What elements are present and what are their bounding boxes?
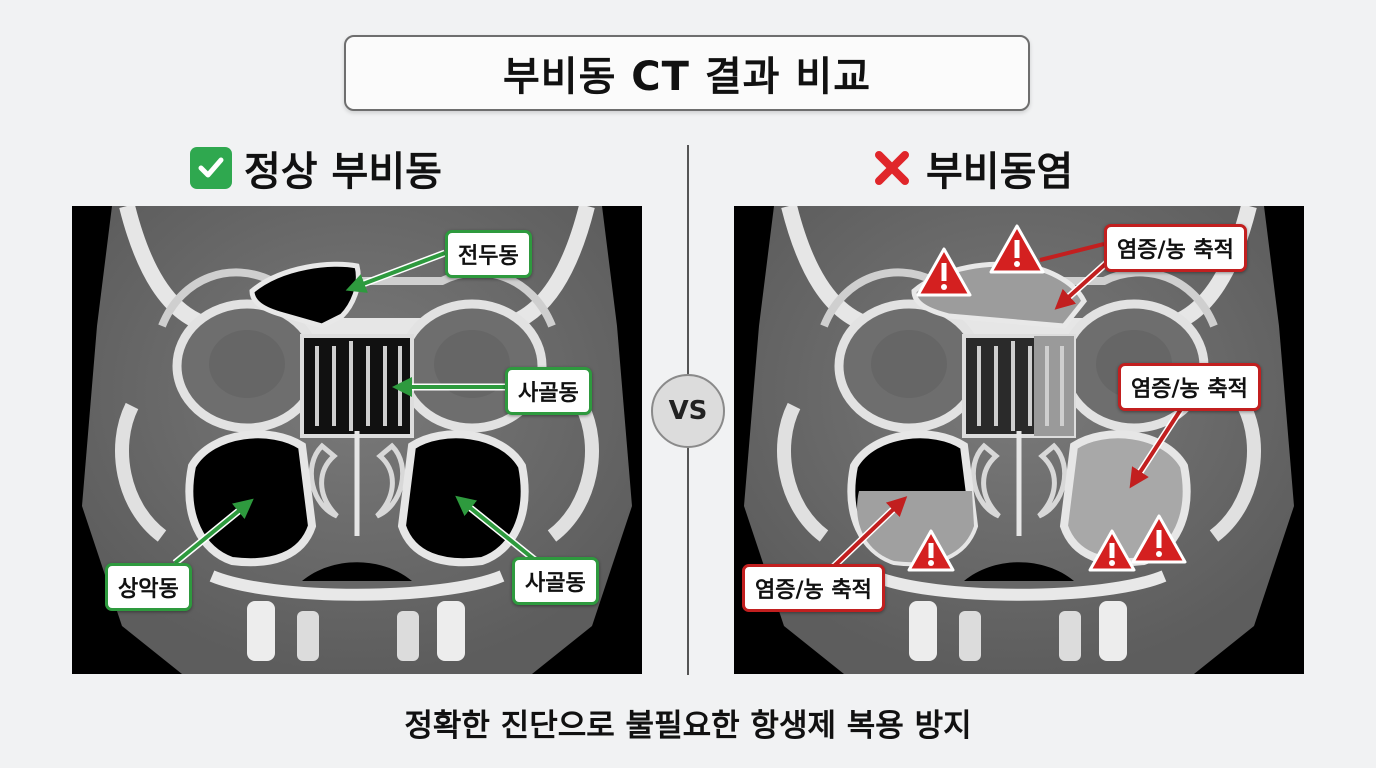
label-frontal-sinus: 전두동 xyxy=(445,230,532,278)
sinusitis-heading: 부비동염 xyxy=(870,140,1073,196)
normal-heading: 정상 부비동 xyxy=(190,140,442,196)
cross-icon xyxy=(870,146,914,190)
footer-caption: 정확한 진단으로 불필요한 항생제 복용 방지 xyxy=(404,708,972,744)
label-inflammation-middle: 염증/농 축적 xyxy=(1118,363,1261,411)
label-inflammation-top: 염증/농 축적 xyxy=(1104,224,1247,272)
label-lower-right-sinus: 사골동 xyxy=(512,557,599,605)
normal-heading-text: 정상 부비동 xyxy=(244,149,442,195)
check-icon xyxy=(190,147,232,189)
label-maxillary-sinus: 상악동 xyxy=(105,563,192,611)
page-title: 부비동 CT 결과 비교 xyxy=(344,35,1030,111)
vs-badge: VS xyxy=(651,374,725,448)
sinusitis-heading-text: 부비동염 xyxy=(926,149,1074,195)
label-inflammation-lower-left: 염증/농 축적 xyxy=(742,564,885,612)
label-ethmoid-sinus: 사골동 xyxy=(505,367,592,415)
